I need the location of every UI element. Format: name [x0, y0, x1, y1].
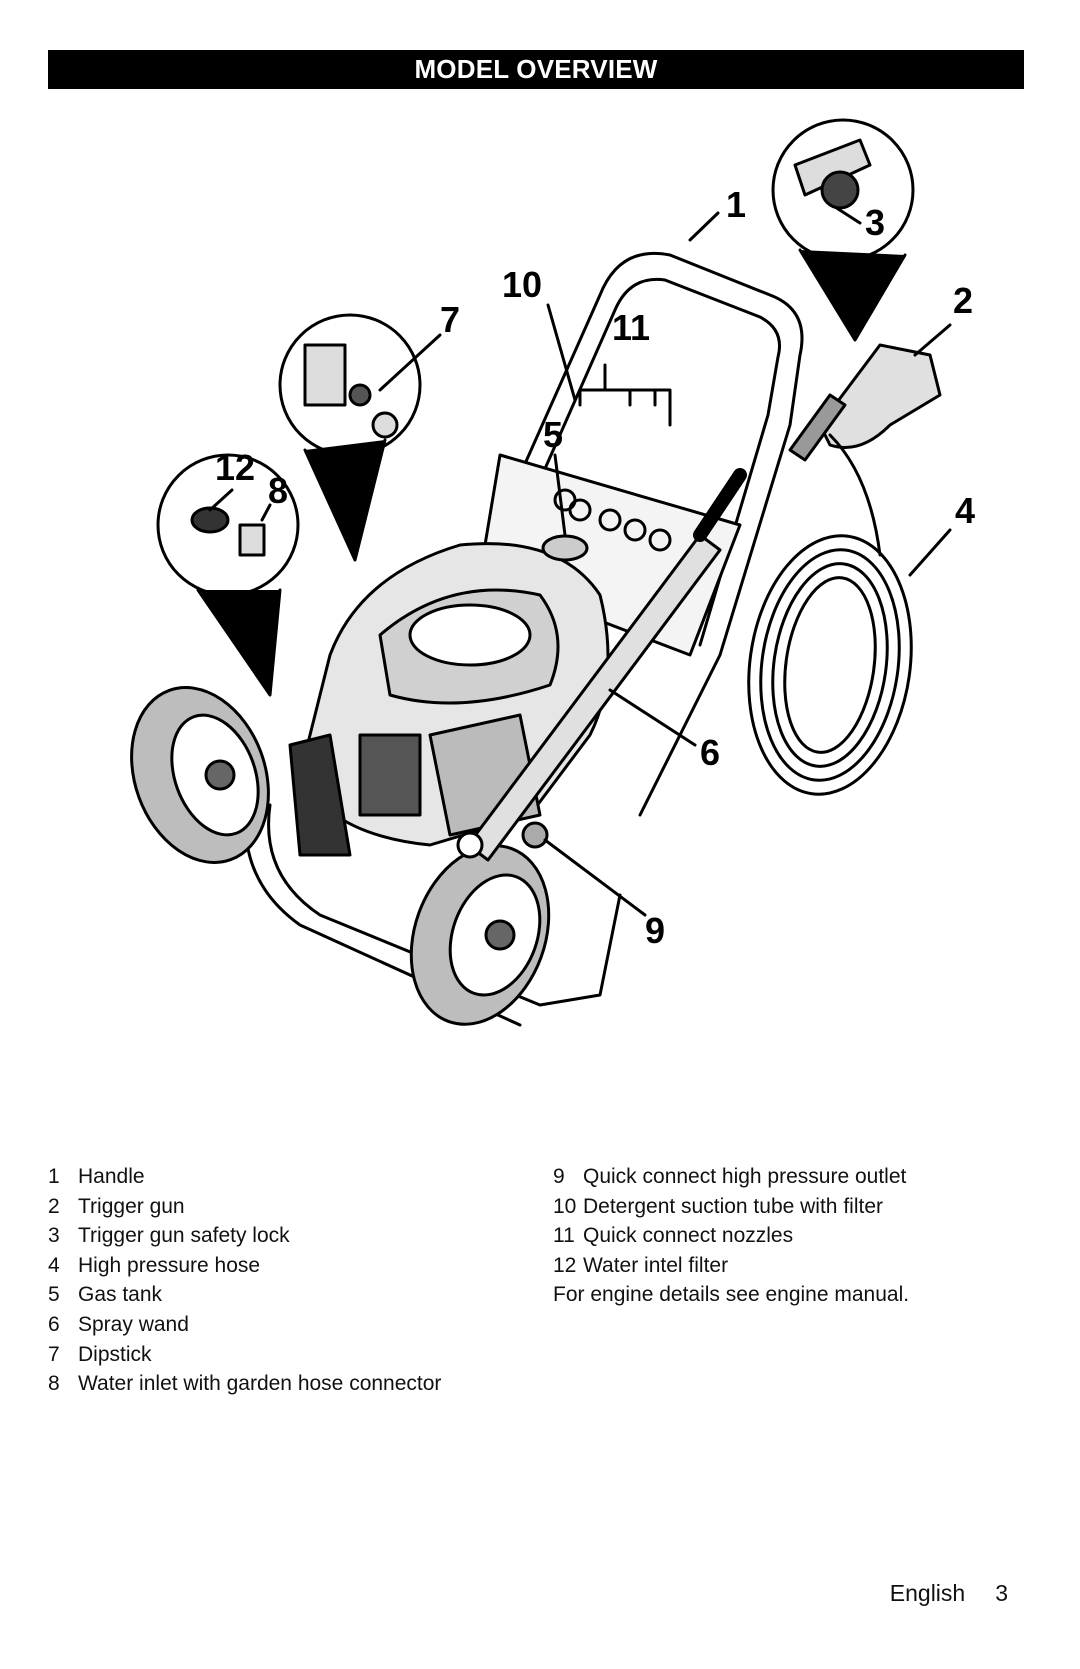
callout-7: 7 — [440, 299, 460, 340]
handle-frame — [518, 251, 804, 817]
callout-4: 4 — [955, 490, 975, 531]
hose-coil — [747, 534, 913, 796]
callout-9: 9 — [645, 910, 665, 951]
legend-note: For engine details see engine manual. — [553, 1283, 910, 1307]
callout-6: 6 — [700, 732, 720, 773]
gas-cap — [541, 534, 589, 562]
page-title: MODEL OVERVIEW — [414, 54, 658, 84]
callout-8: 8 — [268, 470, 288, 511]
page-number: 3 — [995, 1580, 1008, 1606]
callout-12: 12 — [215, 447, 255, 488]
spray-wand — [466, 533, 722, 862]
callout-5: 5 — [543, 414, 563, 455]
callout-1: 1 — [726, 184, 746, 225]
footer-language: English — [889, 1580, 966, 1606]
callout-labels: 1 2 3 4 5 6 7 8 9 10 11 12 — [215, 184, 975, 951]
callout-3: 3 — [865, 202, 885, 243]
outlet — [521, 821, 549, 849]
callout-11: 11 — [612, 307, 650, 348]
callout-2: 2 — [953, 280, 973, 321]
inset-dipstick — [278, 313, 422, 457]
page-title-bar: MODEL OVERVIEW — [48, 50, 1024, 89]
trigger-gun — [818, 343, 942, 449]
pressure-washer-illustration: 1 2 3 4 5 6 7 8 9 10 11 12 — [130, 118, 975, 1027]
callout-10: 10 — [502, 264, 542, 305]
page-footer: English 3 — [890, 1580, 1008, 1607]
